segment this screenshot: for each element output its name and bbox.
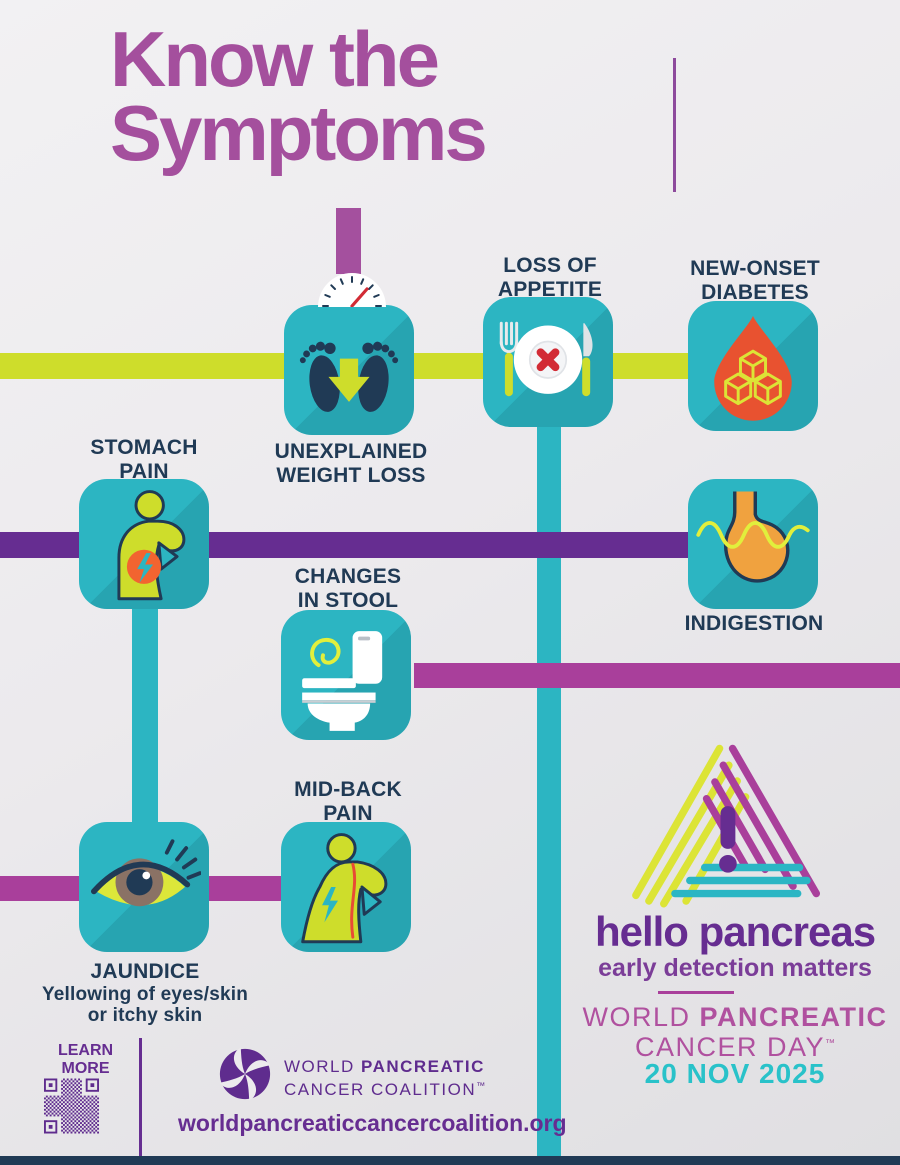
title-line1: Know the (110, 15, 440, 103)
wpcd-word2: PANCREATIC (699, 1002, 888, 1032)
warning-triangle-stripes-icon (632, 744, 820, 908)
teal-vertical-connector-left (132, 600, 158, 830)
appetite-label: LOSS OF APPETITE (497, 254, 603, 301)
coalition-wordmark: WORLD PANCREATIC CANCER COALITION™ (284, 1056, 485, 1102)
stomach-pain-tile (79, 479, 209, 609)
jaundice-label: JAUNDICE (90, 960, 200, 983)
page-title: Know the Symptoms (110, 15, 488, 178)
blood-drop-sugar-cubes-icon (714, 315, 792, 421)
trademark-symbol: ™ (825, 1037, 836, 1049)
title-connector-bar (336, 208, 361, 274)
bottom-navy-bar (0, 1156, 900, 1165)
teal-vertical-connector-right (537, 420, 561, 1158)
trademark-symbol: ™ (476, 1080, 486, 1091)
midback-label: MID-BACK PAIN (294, 778, 402, 825)
title-line2: Symptoms (110, 89, 488, 178)
title-divider-line (673, 58, 676, 192)
campaign-subtitle: early detection matters (598, 954, 872, 982)
wpcd-line2: CANCER DAY™ (634, 1031, 836, 1062)
coalition-line2: CANCER COALITION™ (284, 1079, 486, 1099)
stool-tile (281, 610, 411, 740)
weight-loss-tile (284, 305, 414, 435)
qr-code-icon (44, 1078, 99, 1134)
indigestion-label: INDIGESTION (684, 612, 824, 635)
stool-label: CHANGES IN STOOL (294, 565, 402, 612)
toilet-swirl-icon (302, 631, 383, 731)
magenta-connector-line-top (414, 663, 900, 688)
person-back-pain-icon (301, 833, 388, 944)
scale-dial-icon (318, 273, 386, 307)
diabetes-label: NEW-ONSET DIABETES (690, 257, 820, 304)
website-url: worldpancreaticcancercoalition.org (178, 1110, 567, 1136)
coalition-line1: WORLD PANCREATIC (284, 1057, 485, 1076)
plate-crossed-out-icon (499, 321, 593, 397)
jaundice-sublabel: Yellowing of eyes/skin or itchy skin (41, 984, 249, 1027)
jaundice-tile (79, 822, 209, 952)
person-holding-stomach-icon (117, 490, 186, 601)
wpcd-word1: WORLD (582, 1002, 700, 1032)
indigestion-tile (688, 479, 818, 609)
swirl-globe-icon (219, 1047, 271, 1101)
scale-feet-down-arrow-icon (299, 341, 399, 412)
stomach-organ-wave-icon (696, 491, 810, 583)
world-pancreatic-cancer-day: WORLD PANCREATIC CANCER DAY™ (560, 1002, 900, 1062)
stomach-pain-label: STOMACH PAIN (90, 436, 198, 483)
learn-more-label: LEARN MORE (57, 1042, 114, 1078)
campaign-tagline: hello pancreas (594, 908, 876, 955)
yellow-eye-icon (90, 839, 201, 907)
campaign-divider (658, 991, 734, 994)
footer-separator-line (139, 1038, 142, 1157)
campaign-date: 20 NOV 2025 (644, 1058, 826, 1089)
wpcd-line1: WORLD PANCREATIC (560, 1002, 900, 1033)
weight-loss-label: UNEXPLAINED WEIGHT LOSS (274, 440, 428, 487)
diabetes-tile (688, 301, 818, 431)
midback-tile (281, 822, 411, 952)
appetite-tile (483, 297, 613, 427)
